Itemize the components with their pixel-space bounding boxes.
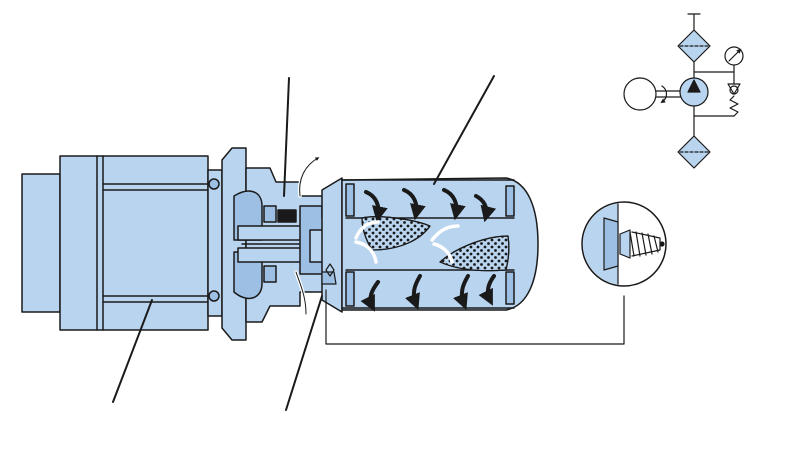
flange-bolt-bottom [208,290,220,302]
leader-filter-element [433,75,495,185]
filter-element [361,216,510,272]
flow-arrows-outline [295,157,320,315]
motor-pump-flange [208,147,341,341]
bypass-valve [321,263,337,285]
motor-body [59,155,209,331]
hydraulic-symbol [623,13,744,169]
pump-housing [245,167,331,323]
flow-arrows [360,188,497,312]
leader-lines [112,75,495,411]
motor [623,77,657,111]
detail-connector [325,289,625,345]
electric-motor [21,155,223,331]
leader-bypass-valve [285,295,323,411]
suction-filter [677,135,711,169]
gear-pump [233,190,303,300]
motor-end-cap [21,173,61,313]
spring [729,95,739,117]
bypass-valve-detail [581,201,667,287]
check-valve [727,83,741,95]
leader-motor [112,299,153,403]
flange-bolt-top [208,178,220,190]
leader-pump [283,77,290,197]
